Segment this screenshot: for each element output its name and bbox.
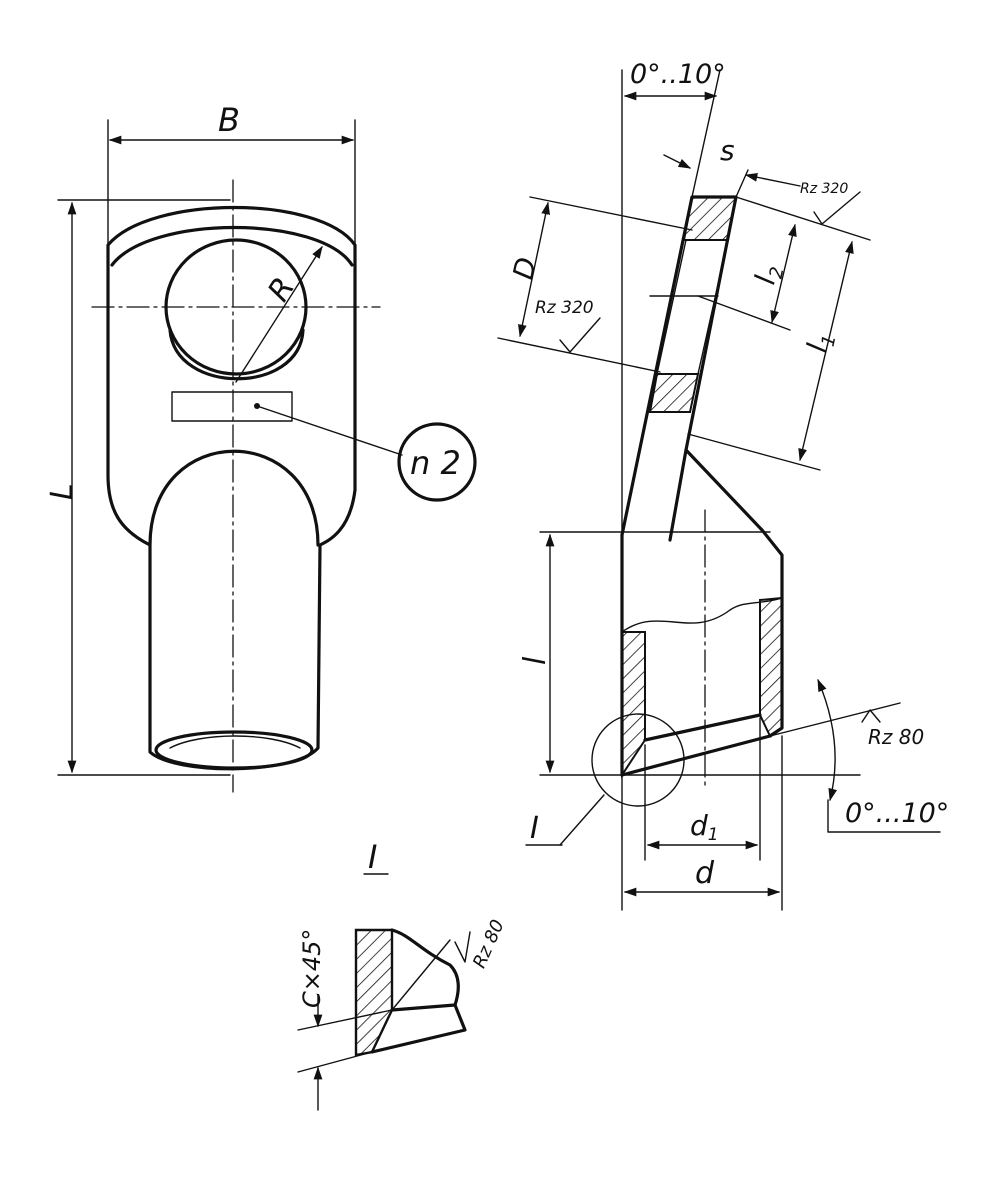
label-rz-left: Rz 320 — [535, 298, 594, 318]
s-arrow-right — [744, 172, 801, 187]
end-face — [620, 734, 772, 777]
barrel-bottom-ellipse — [154, 730, 314, 770]
s-arrow-left — [663, 154, 692, 169]
barrel-left-hatch — [621, 631, 646, 779]
radius-leader — [235, 245, 323, 383]
label-d-upper: D — [506, 254, 543, 282]
detail-leader — [559, 794, 605, 846]
palm-inner-line-2 — [697, 239, 729, 375]
rz-bottom-symbol — [861, 709, 881, 723]
rz-left-symbol — [559, 317, 601, 353]
barrel-top-arc — [148, 449, 320, 547]
lug-top-arc — [110, 225, 354, 267]
s-extension-right — [735, 169, 749, 198]
l1-dimension-line — [798, 240, 854, 462]
break-line — [621, 597, 783, 633]
label-angle-top: 0°..10° — [630, 59, 726, 90]
l2-extension-bottom — [697, 295, 791, 331]
detail-hatch — [354, 928, 394, 1057]
label-s: s — [720, 134, 735, 167]
palm-top-extension — [735, 196, 871, 241]
palm-mid-hatch — [648, 373, 700, 413]
detail-outline — [370, 928, 467, 1054]
barrel-right-hatch — [759, 596, 783, 738]
marking-callout-circle — [397, 422, 477, 502]
label-rz-top: Rz 320 — [800, 181, 848, 197]
angle-top-tilted — [691, 69, 721, 198]
side-view — [497, 69, 941, 911]
d-extension-bottom — [497, 337, 661, 373]
label-l: L — [45, 483, 80, 500]
label-d1: d1 — [690, 809, 719, 845]
label-chamfer: C×45° — [298, 929, 326, 1008]
lug-outline — [106, 205, 357, 771]
chamfer-extension-bottom — [297, 1051, 373, 1073]
detail-leader-line — [391, 939, 451, 1011]
l1-extension-bottom — [687, 433, 821, 471]
label-l2: l2 — [748, 262, 788, 289]
label-angle-bottom: 0°...10° — [845, 798, 949, 829]
detail-circle — [591, 713, 685, 807]
l2-dimension-line — [770, 223, 797, 324]
label-b: B — [218, 101, 240, 139]
angle-bottom-leader — [827, 799, 941, 833]
label-n2: n 2 — [410, 444, 461, 482]
label-detail-ref: I — [530, 811, 539, 846]
bore-bottom-edge — [643, 713, 762, 742]
label-rz-detail: Rz 80 — [469, 917, 509, 972]
palm-top-hatch — [682, 196, 738, 241]
marking-leader — [256, 405, 403, 456]
front-view — [57, 119, 477, 793]
marking-area — [171, 391, 293, 422]
palm-outline — [620, 195, 738, 542]
label-l-small: l — [518, 656, 553, 665]
palm-inner-line — [656, 239, 687, 375]
angle-bottom-arc — [817, 678, 838, 802]
label-detail-title: I — [368, 838, 377, 876]
barrel-inner-bore — [169, 735, 301, 749]
label-l1: l1 — [800, 330, 840, 357]
label-r: R — [261, 271, 302, 308]
label-rz-bottom: Rz 80 — [868, 725, 924, 749]
detail-chamfer — [390, 1003, 457, 1012]
label-d: d — [695, 856, 715, 891]
bolt-hole-lower-edge — [168, 328, 305, 381]
d-extension-top — [529, 196, 693, 231]
detail-view — [297, 928, 471, 1111]
d-dimension-line — [518, 201, 550, 338]
rz-detail-symbol — [454, 931, 471, 963]
